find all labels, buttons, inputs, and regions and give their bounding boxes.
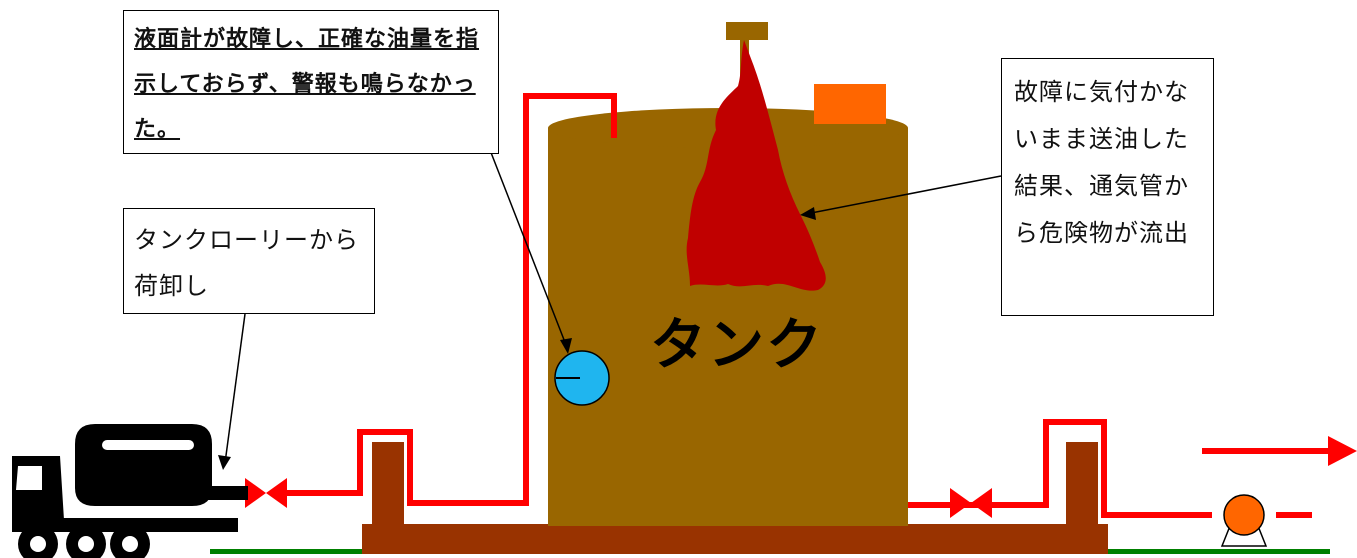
pointer-line-spill (805, 175, 1002, 215)
pointer-arrowhead-spill (800, 207, 816, 220)
callout-text: 故障に気付かないまま送油した結果、通気管から危険物が流出 (1014, 78, 1189, 247)
level-gauge-icon (554, 350, 610, 406)
pump-icon (1220, 494, 1268, 547)
vent-pipe-cap (726, 22, 768, 40)
foundation-slab (362, 524, 1108, 554)
outlet-pipe (908, 419, 1212, 518)
pipe-support-right (1066, 442, 1098, 526)
inlet-pipe (285, 93, 617, 506)
roof-vent-box (814, 84, 886, 124)
tank-label: タンク (650, 313, 824, 378)
pipe-support-left (372, 442, 404, 526)
callout-truck-unloading: タンクローリーから荷卸し (123, 208, 375, 314)
tanker-truck-icon (12, 424, 248, 558)
pointer-line-gauge (489, 149, 569, 351)
valve-icon (950, 488, 992, 518)
callout-text: タンクローリーから荷卸し (134, 226, 359, 300)
pointer-arrowhead-truck (218, 455, 231, 470)
oil-spill (686, 40, 826, 291)
flow-arrow-icon (1202, 436, 1357, 466)
callout-level-gauge-failure: 液面計が故障し、正確な油量を指示しておらず、警報も鳴らなかった。 (123, 10, 499, 154)
pointer-arrowhead-gauge (560, 338, 572, 354)
callout-text: 液面計が故障し、正確な油量を指示しておらず、警報も鳴らなかった。 (134, 27, 480, 142)
pointer-line-truck (224, 313, 246, 464)
valve-icon (245, 478, 287, 508)
callout-overflow: 故障に気付かないまま送油した結果、通気管から危険物が流出 (1001, 58, 1214, 316)
